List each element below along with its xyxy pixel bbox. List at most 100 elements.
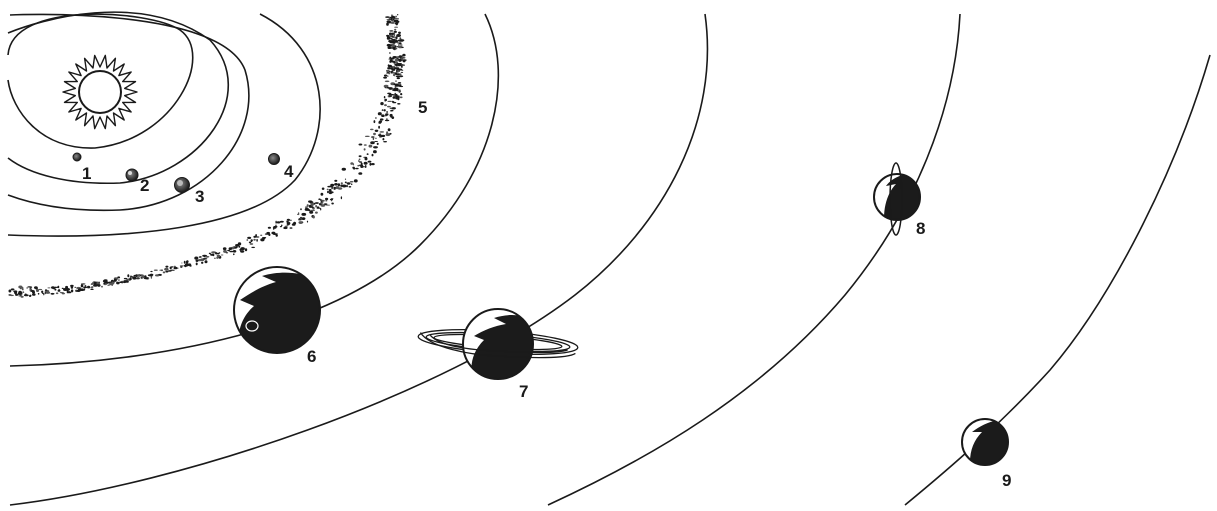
asteroid [391,38,394,41]
asteroid [228,247,232,251]
asteroid [387,105,391,108]
asteroid [289,219,292,221]
asteroid [310,209,315,212]
asteroid [204,255,210,258]
asteroid [116,281,120,285]
asteroid [27,286,32,288]
asteroid [386,131,389,135]
asteroid [395,15,397,17]
label-planet-1: 1 [82,164,91,183]
asteroid [368,144,373,148]
asteroid [392,56,397,59]
asteroid [279,220,284,223]
asteroid [143,277,149,280]
asteroid [13,290,18,293]
asteroid [390,57,395,60]
asteroid [337,187,343,190]
asteroid [387,128,391,132]
asteroid [291,223,296,226]
asteroid [38,288,43,291]
asteroid [320,192,324,196]
asteroid [389,107,393,109]
asteroid [233,253,235,256]
asteroid [394,58,396,60]
asteroid [229,250,234,253]
asteroid [389,70,391,73]
asteroid [401,46,404,49]
asteroid [398,42,402,45]
asteroid [390,47,393,49]
planet-8-ring [889,162,903,236]
asteroid [399,37,401,40]
orbit-9 [904,54,1211,506]
asteroid [395,80,397,82]
asteroid [389,60,392,63]
asteroid [61,287,64,289]
asteroid [50,292,55,295]
asteroid [381,109,384,111]
asteroid [390,15,396,19]
asteroid [370,128,374,131]
asteroid [394,28,397,31]
asteroid [401,69,404,71]
asteroid [136,275,140,277]
asteroid [394,26,398,28]
asteroid [395,36,398,40]
asteroid [225,252,229,254]
asteroid [22,291,25,293]
asteroid [396,19,399,22]
asteroid [392,46,396,50]
asteroid [70,284,74,287]
asteroid [374,129,379,132]
asteroid [57,289,61,292]
asteroid [349,181,354,183]
asteroid [364,135,370,137]
asteroid [289,227,293,229]
asteroid [161,269,163,272]
orbit-4 [7,13,321,237]
asteroid [402,53,406,57]
asteroid [394,45,397,48]
asteroid [385,85,387,89]
asteroid [41,290,44,294]
asteroid [390,44,395,46]
asteroid [279,226,282,228]
asteroid [167,270,172,272]
asteroid [386,43,391,47]
asteroid [327,190,329,194]
asteroid [390,109,394,112]
asteroid [370,141,375,145]
asteroid [298,219,302,221]
asteroid [386,69,390,72]
asteroid [397,18,399,20]
asteroid [260,234,263,236]
asteroid [363,161,368,165]
asteroid [391,36,395,38]
asteroid [133,274,138,277]
sun-disk [78,70,122,114]
asteroid [272,226,277,229]
asteroid [119,281,123,284]
asteroid [378,120,383,123]
asteroid [173,265,176,267]
asteroid [340,182,343,185]
asteroid [386,71,390,73]
asteroid [334,179,338,182]
asteroid [388,40,393,43]
asteroid [195,259,199,262]
asteroid [393,41,396,44]
asteroid [388,95,393,97]
asteroid [350,162,354,165]
asteroid [220,254,224,256]
asteroid [159,269,162,271]
asteroid [392,100,394,102]
asteroid [388,58,391,60]
asteroid [77,288,82,292]
asteroid [315,211,318,214]
asteroid [306,204,309,207]
asteroid [87,285,91,289]
asteroid [28,295,32,297]
asteroid [117,279,120,281]
asteroid [369,162,372,166]
